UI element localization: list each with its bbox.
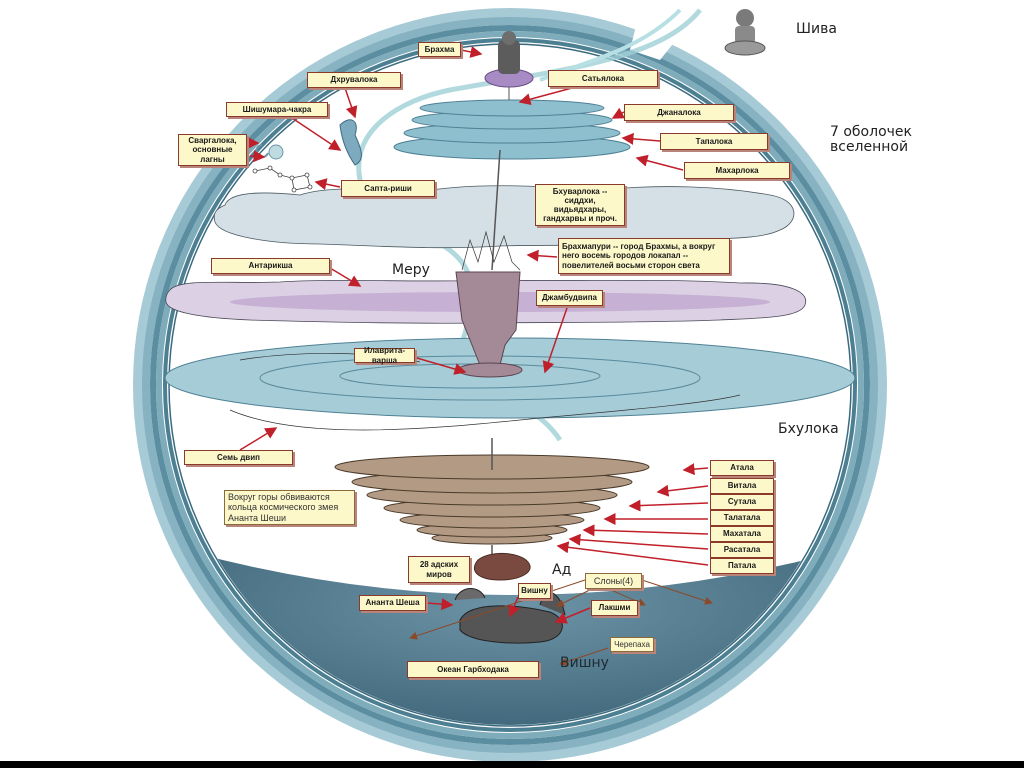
brahmapuri-label: Брахмапури -- город Брахмы, а вокруг нег… bbox=[558, 238, 730, 274]
ananta-shesha-label: Ананта Шеша bbox=[359, 595, 426, 611]
netherworld-rasatala: Расатала bbox=[710, 542, 774, 558]
netherworld-vitala: Витала bbox=[710, 478, 774, 494]
seven-dvipa-label: Семь двип bbox=[184, 450, 293, 465]
netherworld-sutala: Сутала bbox=[710, 494, 774, 510]
ilavrita-label: Илаврита-варша bbox=[354, 346, 415, 365]
dhruvaloka-label: Дхрувалока bbox=[307, 72, 401, 88]
antariksha-label: Антарикша bbox=[211, 258, 330, 274]
vishnu-label: Вишну bbox=[518, 583, 551, 599]
meru-label: Меру bbox=[392, 262, 430, 278]
netherworld-atala: Атала bbox=[710, 460, 774, 476]
netherworld-mahatala: Махатала bbox=[710, 526, 774, 542]
shishumara-label: Шишумара-чакра bbox=[226, 102, 328, 117]
netherworld-talatala: Талатала bbox=[710, 510, 774, 526]
brahma-label: Брахма bbox=[418, 42, 461, 57]
ocean-label: Океан Гарбходака bbox=[407, 661, 539, 678]
bhuloka-label: Бхулока bbox=[778, 421, 839, 437]
tapaloka-label: Тапалока bbox=[660, 133, 768, 150]
bhuloka-disk bbox=[164, 337, 856, 431]
jambudvipa-label: Джамбудвипа bbox=[536, 290, 603, 306]
shells-label: 7 оболочек вселенной bbox=[830, 124, 912, 156]
ananta-note-label: Вокруг горы обвиваются кольца космическо… bbox=[224, 490, 355, 525]
netherworld-patala: Патала bbox=[710, 558, 774, 574]
brahma-figure bbox=[484, 31, 534, 100]
janaloka-label: Джаналока bbox=[624, 104, 734, 121]
turtle-label: Черепаха bbox=[610, 637, 654, 652]
upper-lokas bbox=[393, 99, 631, 160]
shishumara-dolphin bbox=[339, 119, 362, 166]
satyaloka-label: Сатьялока bbox=[548, 70, 658, 87]
saptarishi-constellation bbox=[252, 165, 313, 193]
ad-label: Ад bbox=[552, 562, 572, 578]
hells-label: 28 адских миров bbox=[408, 556, 470, 583]
shiva-figure bbox=[724, 9, 766, 56]
bhuvarloka-label: Бхуварлока -- сиддхи, видьядхары, гандха… bbox=[535, 184, 625, 226]
label-arrows bbox=[239, 46, 709, 624]
netherworld-disks bbox=[334, 438, 650, 575]
lakshmi-label: Лакшми bbox=[591, 600, 638, 616]
elephants-label: Слоны(4) bbox=[585, 573, 642, 589]
hells-cloud bbox=[473, 553, 531, 581]
moon-icon bbox=[268, 144, 284, 160]
maharloka-label: Махарлока bbox=[684, 162, 790, 179]
svargaloka-label: Сваргалока, основные лагны bbox=[178, 134, 247, 166]
shiva-label: Шива bbox=[796, 21, 837, 37]
saptarishi-label: Сапта-риши bbox=[341, 180, 435, 197]
vishnu-big-label: Вишну bbox=[560, 655, 609, 671]
bottom-edge-bar bbox=[0, 761, 1024, 768]
netherworld-list: Атала Витала Сутала Талатала Махатала Ра… bbox=[710, 460, 774, 574]
